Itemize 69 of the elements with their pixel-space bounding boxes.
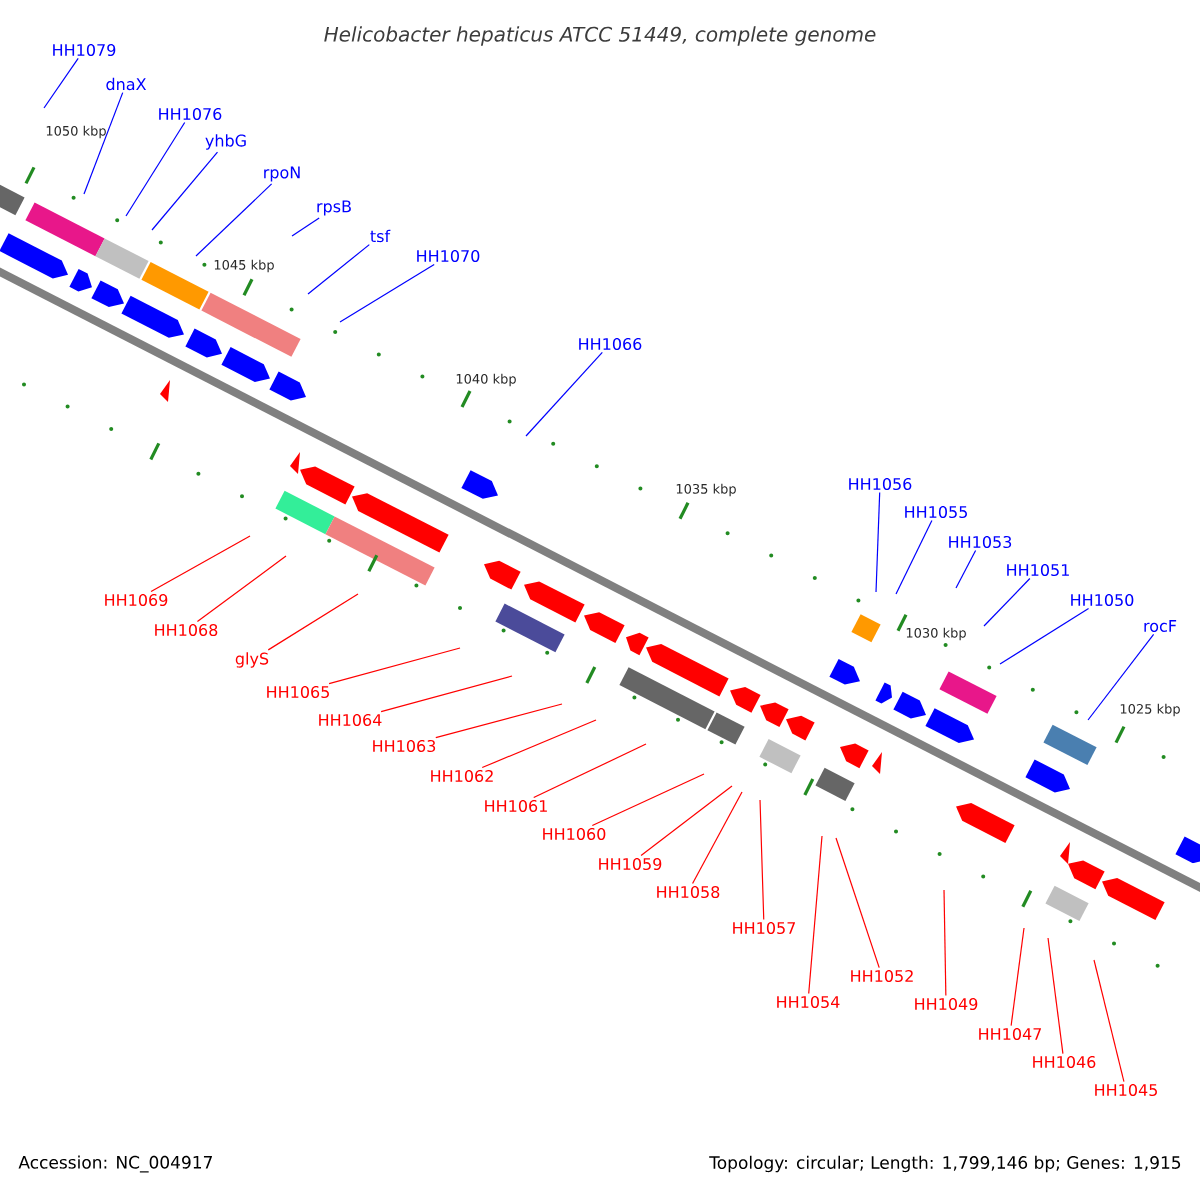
leader-line [196, 555, 287, 623]
gene-label: HH1063 [373, 739, 436, 753]
leader-line [195, 183, 273, 257]
gene-label: rocF [1144, 620, 1177, 632]
gene-label: rpoN [264, 166, 300, 182]
gene-label: HH1070 [417, 249, 480, 263]
gene-label: HH1079 [53, 43, 116, 57]
leader-line [533, 743, 647, 799]
leader-line [43, 57, 79, 109]
gene-label: HH1050 [1071, 593, 1134, 607]
leader-line [1047, 937, 1064, 1055]
gene-label: HH1054 [777, 995, 840, 1009]
gene-label: tsf [370, 229, 391, 243]
leader-line [525, 351, 603, 437]
gene-label: HH1047 [979, 1027, 1042, 1041]
leader-line [339, 263, 435, 323]
title: Helicobacter hepaticus ATCC 51449, complete genome [324, 26, 876, 46]
leader-line [380, 675, 513, 713]
leader-line [875, 491, 881, 593]
leader-line [983, 577, 1031, 627]
gene-label: glyS [235, 652, 269, 668]
leader-line [481, 719, 597, 769]
gene-label: HH1066 [579, 337, 642, 351]
gene-label: HH1053 [949, 535, 1012, 549]
leader-line [435, 703, 563, 739]
leader-line [640, 785, 733, 857]
gene-label: HH1061 [485, 799, 547, 813]
gene-label: HH1068 [155, 623, 218, 637]
leader-line [328, 647, 461, 685]
gene-label: HH1049 [915, 997, 978, 1011]
leader-line [1010, 927, 1025, 1027]
leader-line [808, 835, 823, 995]
gene-label: HH1058 [657, 885, 720, 899]
leader-line [307, 244, 370, 295]
gene-label: HH1045 [1095, 1083, 1157, 1097]
leader-line [691, 791, 743, 885]
footer-text: Accession: NC_004917 [18, 1155, 212, 1173]
gene-label: HH1056 [849, 477, 912, 491]
gene-label: HH1065 [267, 685, 329, 699]
leader-line [955, 549, 977, 589]
gene-label: HH1060 [543, 827, 606, 841]
gene-label: HH1057 [733, 921, 795, 935]
gene-label: HH1062 [431, 769, 493, 783]
leader-line [83, 92, 124, 195]
leader-line [151, 151, 219, 231]
leader-line [591, 773, 705, 827]
gene-label: HH1052 [851, 969, 913, 983]
leader-line [999, 607, 1090, 665]
leader-line [759, 799, 765, 921]
leader-line [1087, 633, 1155, 721]
gene-label: HH1076 [159, 107, 222, 121]
gene-label: HH1051 [1007, 563, 1069, 577]
leader-line [291, 217, 320, 237]
leader-line [125, 121, 186, 217]
gene-label: HH1055 [905, 505, 967, 519]
gene-label: HH1059 [599, 857, 662, 871]
footer-text: Topology: circular; Length: 1,799,146 bp; Genes: 1,915 [709, 1155, 1181, 1173]
gene-label: dnaX [106, 77, 147, 91]
leader-line [150, 535, 251, 593]
leader-line [835, 837, 880, 969]
gene-label: HH1046 [1033, 1055, 1096, 1069]
gene-label: yhbG [205, 134, 246, 150]
leader-line [943, 889, 947, 997]
gene-label: HH1069 [105, 593, 168, 607]
gene-label: rpsB [317, 200, 351, 216]
gene-label: HH1064 [319, 713, 382, 727]
leader-line [1093, 959, 1125, 1083]
leader-line [895, 519, 933, 595]
leader-line [267, 593, 359, 651]
